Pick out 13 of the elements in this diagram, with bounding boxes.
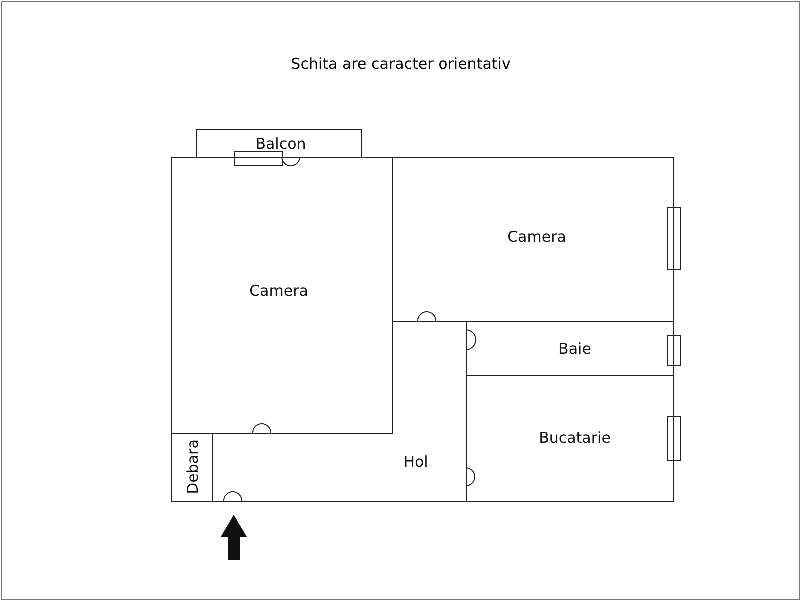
room — [171, 157, 393, 434]
room-label: Baie — [558, 340, 592, 358]
room-label: Bucatarie — [539, 429, 611, 447]
balcony — [196, 129, 362, 158]
room-label: Balcon — [256, 135, 306, 153]
room-label: Debara — [184, 440, 202, 494]
room — [171, 433, 213, 502]
room-label: Hol — [404, 453, 428, 471]
room-label: Camera — [250, 282, 308, 300]
room — [392, 157, 674, 322]
room-label: Camera — [508, 228, 566, 246]
plan-title: Schita are caracter orientativ — [291, 55, 511, 73]
room — [466, 375, 674, 502]
